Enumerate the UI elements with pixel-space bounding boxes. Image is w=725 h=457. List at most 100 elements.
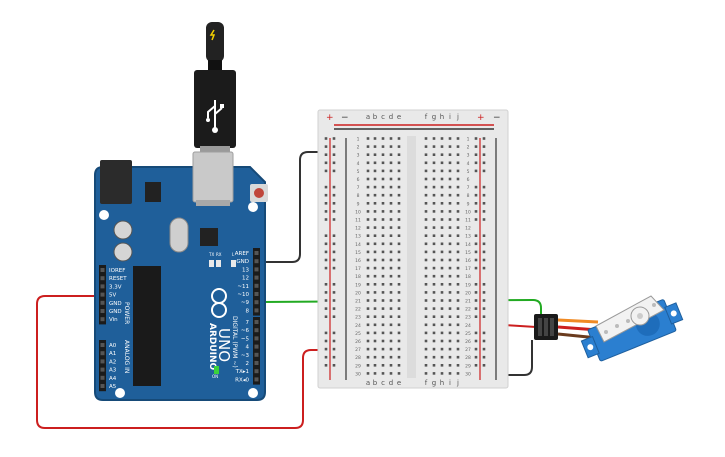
rail-hole[interactable]: [324, 299, 328, 302]
breadboard-hole[interactable]: [448, 299, 452, 302]
breadboard-hole[interactable]: [373, 169, 377, 173]
breadboard-hole[interactable]: [440, 291, 444, 294]
rail-hole[interactable]: [474, 355, 478, 359]
breadboard-hole[interactable]: [456, 242, 460, 246]
breadboard-hole[interactable]: [397, 307, 401, 310]
breadboard-hole[interactable]: [448, 347, 452, 351]
breadboard-hole[interactable]: [448, 250, 452, 254]
rail-hole[interactable]: [482, 283, 486, 286]
power-pin-pin[interactable]: [100, 284, 105, 289]
breadboard-hole[interactable]: [440, 372, 444, 375]
breadboard-hole[interactable]: [440, 315, 444, 318]
breadboard-hole[interactable]: [432, 169, 436, 173]
breadboard-hole[interactable]: [440, 226, 444, 229]
breadboard-hole[interactable]: [448, 355, 452, 359]
breadboard-hole[interactable]: [456, 153, 460, 156]
breadboard-hole[interactable]: [373, 210, 377, 213]
breadboard-hole[interactable]: [366, 339, 370, 343]
rail-hole[interactable]: [324, 169, 328, 173]
breadboard-hole[interactable]: [366, 355, 370, 359]
rail-hole[interactable]: [324, 307, 328, 310]
digital-pin-pin[interactable]: [254, 259, 259, 264]
breadboard-hole[interactable]: [456, 177, 460, 181]
rail-hole[interactable]: [482, 299, 486, 302]
rail-hole[interactable]: [324, 153, 328, 156]
breadboard-hole[interactable]: [381, 210, 385, 213]
breadboard-hole[interactable]: [381, 226, 385, 229]
breadboard-hole[interactable]: [381, 331, 385, 335]
digital-pin-pin[interactable]: [254, 352, 259, 357]
breadboard-hole[interactable]: [456, 266, 460, 270]
breadboard-hole[interactable]: [448, 185, 452, 189]
digital-pin-pin[interactable]: [254, 283, 259, 288]
breadboard-hole[interactable]: [389, 283, 393, 286]
rail-hole[interactable]: [482, 161, 486, 165]
rail-hole[interactable]: [324, 185, 328, 189]
breadboard-hole[interactable]: [373, 242, 377, 246]
breadboard-hole[interactable]: [389, 161, 393, 165]
breadboard-hole[interactable]: [397, 234, 401, 237]
breadboard-hole[interactable]: [424, 202, 428, 205]
rail-hole[interactable]: [332, 234, 336, 237]
rail-hole[interactable]: [324, 315, 328, 318]
breadboard-hole[interactable]: [381, 372, 385, 375]
breadboard-hole[interactable]: [432, 193, 436, 197]
breadboard-hole[interactable]: [389, 193, 393, 197]
breadboard-hole[interactable]: [448, 323, 452, 327]
breadboard-hole[interactable]: [440, 364, 444, 367]
breadboard-hole[interactable]: [373, 339, 377, 343]
breadboard-hole[interactable]: [397, 250, 401, 254]
breadboard-holes[interactable]: [324, 137, 486, 375]
breadboard-hole[interactable]: [424, 210, 428, 213]
rail-hole[interactable]: [324, 250, 328, 254]
analog-pin-pin[interactable]: [100, 359, 105, 364]
breadboard-hole[interactable]: [440, 266, 444, 270]
breadboard-hole[interactable]: [373, 299, 377, 302]
breadboard-hole[interactable]: [432, 218, 436, 221]
power-wire[interactable]: [36, 295, 339, 429]
breadboard-hole[interactable]: [373, 323, 377, 327]
breadboard-hole[interactable]: [397, 331, 401, 335]
breadboard-hole[interactable]: [373, 185, 377, 189]
rail-hole[interactable]: [482, 355, 486, 359]
breadboard-hole[interactable]: [389, 307, 393, 310]
breadboard-hole[interactable]: [424, 185, 428, 189]
breadboard-hole[interactable]: [440, 210, 444, 213]
breadboard-hole[interactable]: [440, 145, 444, 148]
breadboard-hole[interactable]: [432, 347, 436, 351]
breadboard-hole[interactable]: [389, 315, 393, 318]
rail-hole[interactable]: [482, 291, 486, 294]
breadboard-hole[interactable]: [397, 274, 401, 278]
rail-hole[interactable]: [474, 185, 478, 189]
rail-hole[interactable]: [324, 331, 328, 335]
breadboard-hole[interactable]: [424, 347, 428, 351]
breadboard-hole[interactable]: [448, 202, 452, 205]
rail-hole[interactable]: [324, 283, 328, 286]
breadboard-hole[interactable]: [456, 331, 460, 335]
rail-hole[interactable]: [482, 145, 486, 148]
breadboard-hole[interactable]: [373, 137, 377, 140]
breadboard-hole[interactable]: [381, 177, 385, 181]
rail-hole[interactable]: [482, 250, 486, 254]
rail-hole[interactable]: [474, 137, 478, 140]
breadboard-hole[interactable]: [456, 250, 460, 254]
breadboard-hole[interactable]: [424, 299, 428, 302]
rail-hole[interactable]: [482, 153, 486, 156]
rail-hole[interactable]: [332, 202, 336, 205]
analog-pin-pin[interactable]: [100, 343, 105, 347]
breadboard-hole[interactable]: [424, 242, 428, 246]
breadboard-hole[interactable]: [381, 299, 385, 302]
breadboard-hole[interactable]: [389, 137, 393, 140]
breadboard-hole[interactable]: [448, 218, 452, 221]
breadboard-hole[interactable]: [397, 372, 401, 375]
breadboard-hole[interactable]: [424, 339, 428, 343]
breadboard-hole[interactable]: [381, 193, 385, 197]
digital-pin-pin[interactable]: [254, 369, 259, 374]
breadboard-hole[interactable]: [448, 226, 452, 229]
rail-hole[interactable]: [482, 202, 486, 205]
rail-hole[interactable]: [482, 193, 486, 197]
breadboard-hole[interactable]: [424, 291, 428, 294]
breadboard-hole[interactable]: [397, 266, 401, 270]
breadboard-hole[interactable]: [397, 202, 401, 205]
breadboard-hole[interactable]: [456, 299, 460, 302]
